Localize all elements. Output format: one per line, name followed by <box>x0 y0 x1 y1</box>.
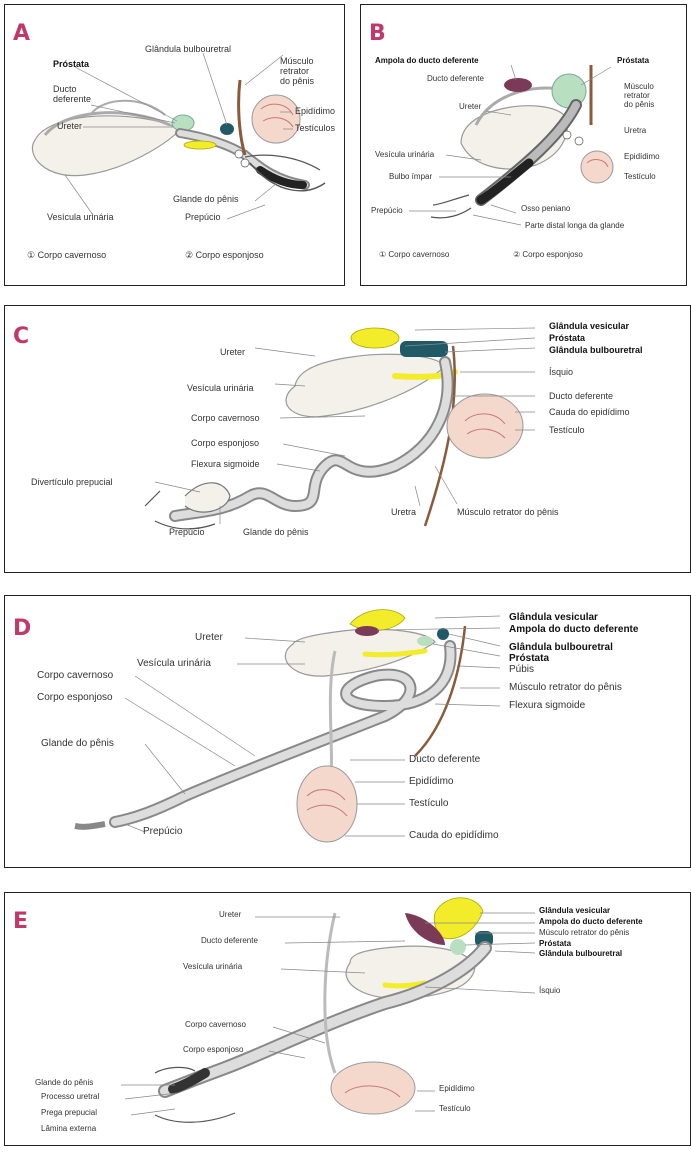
label-processo-uretral: Processo uretral <box>41 1093 99 1102</box>
label-ampola: Ampola do ducto deferente <box>375 57 479 66</box>
label-isquio: Ísquio <box>539 987 560 996</box>
label-musculo-retrator: Músculo retrator do pênis <box>509 682 622 693</box>
label-ureter: Ureter <box>459 103 481 112</box>
label-prostata: Próstata <box>539 940 571 949</box>
label-ducto-deferente: Ducto deferente <box>201 937 258 946</box>
label-epididimo: Epidídimo <box>409 776 453 787</box>
label-glandula-vesicular: Glândula vesicular <box>539 907 610 916</box>
label-epididimo: Epidídimo <box>624 153 660 162</box>
label-ampola: Ampola do ducto deferente <box>539 918 643 927</box>
label-corpo-esponjoso: Corpo esponjoso <box>183 1046 243 1055</box>
panel-e: E Ureter Glândula vesicular Ampola do du… <box>4 892 691 1146</box>
label-glande: Glande do pênis <box>41 738 114 749</box>
label-vesicula: Vesícula urinária <box>47 213 114 223</box>
label-uretra: Uretra <box>624 127 646 136</box>
legend-corpo-cavernoso: ① Corpo cavernoso <box>379 251 449 260</box>
legend-corpo-esponjoso: ② Corpo esponjoso <box>185 251 264 261</box>
label-ducto-deferente: Ducto deferente <box>549 392 613 402</box>
label-ducto-deferente: Ducto deferente <box>427 75 484 84</box>
label-testiculo: Testículo <box>409 798 448 809</box>
panel-d: D Glândula vesicular Ampola do ducto def… <box>4 595 691 868</box>
panel-b: B Ampola do ducto deferente Próstata Duc… <box>360 4 687 286</box>
label-ducto-deferente: Ducto deferente <box>409 754 480 765</box>
label-epididimo: Epidídimo <box>295 107 335 117</box>
label-uretra: Uretra <box>391 508 416 518</box>
panel-letter: E <box>13 909 27 934</box>
label-prostata: Próstata <box>53 60 89 70</box>
label-musculo-retrator: Músculo retrator do pênis <box>280 57 314 87</box>
label-ureter: Ureter <box>195 632 223 643</box>
label-cauda-epididimo: Cauda do epidídimo <box>409 830 499 841</box>
label-glandula-bulbouretral: Glândula bulbouretral <box>539 950 622 959</box>
label-corpo-cavernoso: Corpo cavernoso <box>37 670 113 681</box>
label-parte-distal: Parte distal longa da glande <box>525 222 624 231</box>
label-osso: Osso peniano <box>521 205 570 214</box>
panel-b-illustration <box>361 5 687 286</box>
label-ureter: Ureter <box>220 348 245 358</box>
label-diverticulo: Divertículo prepucial <box>31 478 113 488</box>
panel-c: C Glândula vesicular Próstata Glândula b… <box>4 305 691 573</box>
label-corpo-esponjoso: Corpo esponjoso <box>37 692 113 703</box>
label-isquio: Ísquio <box>549 368 573 378</box>
label-ureter: Ureter <box>57 122 82 132</box>
legend-corpo-esponjoso: ② Corpo esponjoso <box>513 251 583 260</box>
label-testiculo: Testículo <box>439 1105 471 1114</box>
label-prostata: Próstata <box>549 334 585 344</box>
label-glande: Glande do pênis <box>35 1079 93 1088</box>
label-lamina-externa: Lâmina externa <box>41 1125 96 1134</box>
label-testiculos: Testículos <box>295 124 335 134</box>
panel-d-illustration <box>5 596 691 868</box>
label-glandula-vesicular: Glândula vesicular <box>509 612 598 623</box>
label-bulbo: Bulbo ímpar <box>389 173 432 182</box>
label-vesicula: Vesícula urinária <box>375 151 434 160</box>
label-vesicula: Vesícula urinária <box>137 658 211 669</box>
label-ureter: Ureter <box>219 911 241 920</box>
label-corpo-cavernoso: Corpo cavernoso <box>185 1021 246 1030</box>
label-glande: Glande do pênis <box>243 528 309 538</box>
legend-corpo-cavernoso: ① Corpo cavernoso <box>27 251 106 261</box>
panel-letter: C <box>13 324 28 349</box>
label-epididimo: Epidídimo <box>439 1085 475 1094</box>
label-ampola: Ampola do ducto deferente <box>509 624 638 635</box>
label-corpo-esponjoso: Corpo esponjoso <box>191 439 259 449</box>
label-flexura: Flexura sigmoide <box>191 460 260 470</box>
label-prega-prepucial: Prega prepucial <box>41 1109 97 1118</box>
label-glande: Glande do pênis <box>173 195 239 205</box>
panel-a: A Próstata Ducto deferente Ureter Glându… <box>4 4 345 286</box>
label-prepucio: Prepúcio <box>143 826 182 837</box>
label-flexura: Flexura sigmoide <box>509 700 585 711</box>
label-testiculo: Testículo <box>549 426 585 436</box>
label-ducto-deferente: Ducto deferente <box>53 85 103 105</box>
label-vesicula: Vesícula urinária <box>183 963 242 972</box>
label-glandula-bulbouretral: Glândula bulbouretral <box>145 45 231 55</box>
label-vesicula: Vesícula urinária <box>187 384 254 394</box>
label-pubis: Púbis <box>509 664 534 675</box>
label-glandula-bulbouretral: Glândula bulbouretral <box>549 346 643 356</box>
label-musculo-retrator: Músculo retrator do pênis <box>624 83 654 109</box>
label-glandula-vesicular: Glândula vesicular <box>549 322 629 332</box>
label-cauda-epididimo: Cauda do epidídimo <box>549 408 630 418</box>
label-musculo-retrator: Músculo retrator do pênis <box>457 508 559 518</box>
label-prostata: Próstata <box>617 57 649 66</box>
label-glandula-bulbouretral: Glândula bulbouretral <box>509 642 613 653</box>
label-corpo-cavernoso: Corpo cavernoso <box>191 414 260 424</box>
label-testiculo: Testículo <box>624 173 656 182</box>
label-prepucio: Prepúcio <box>169 528 205 538</box>
label-prepucio: Prepúcio <box>371 207 403 216</box>
label-musculo-retrator: Músculo retrator do pênis <box>539 929 629 938</box>
panel-letter: B <box>369 21 385 46</box>
panel-letter: A <box>13 21 29 46</box>
label-prepucio: Prepúcio <box>185 213 221 223</box>
label-prostata: Próstata <box>509 653 549 664</box>
panel-letter: D <box>13 616 30 641</box>
